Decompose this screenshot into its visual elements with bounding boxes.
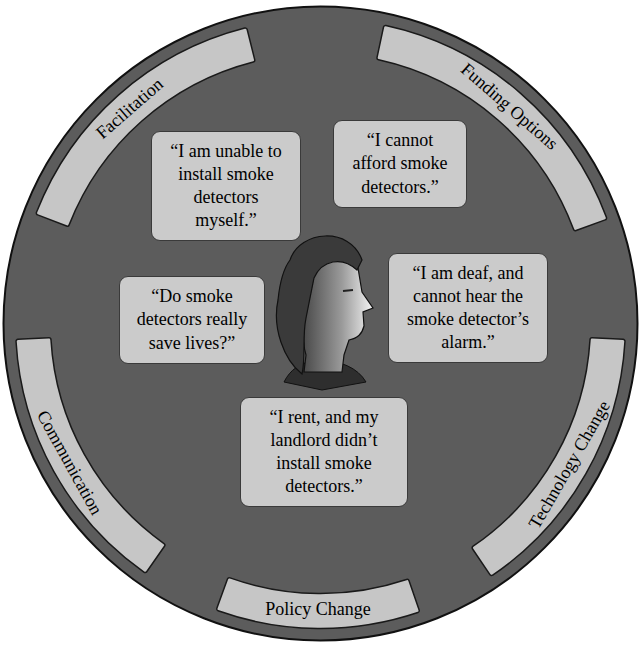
node-text: Communication [33,407,107,518]
band-shape [217,578,420,629]
node-text: Funding Options [456,60,561,155]
quote-box: “Do smoke detectors really save lives?” [119,276,265,363]
quote-box: “I cannot afford smoke detectors.” [333,120,467,207]
hair [276,236,362,374]
node-text: “Do smoke detectors really save lives?” [129,285,255,354]
quote-box: “I rent, and my landlord didn’t install … [240,397,408,507]
node-text: “I am deaf, and cannot hear the smoke de… [398,262,538,354]
node-text: Policy Change [265,601,371,621]
band-shape [472,338,625,576]
node-text: “I am unable to install smoke detectors … [161,140,291,232]
outer-circle [4,7,638,641]
band-shape [16,338,165,573]
node-text: Technology Change [526,397,615,532]
band-label: Policy Change [265,601,371,621]
band-label: Technology Change [526,397,615,532]
quote-box: “I am unable to install smoke detectors … [151,131,301,241]
head-illustration [276,236,373,390]
eye [343,290,353,291]
node-text: “I cannot afford smoke detectors.” [343,129,457,198]
band-label: Funding Options [456,60,561,155]
node-text: “I rent, and my landlord didn’t install … [250,406,398,498]
band-label: Communication [33,407,107,518]
quote-box: “I am deaf, and cannot hear the smoke de… [388,253,548,363]
band-layer [16,26,625,629]
